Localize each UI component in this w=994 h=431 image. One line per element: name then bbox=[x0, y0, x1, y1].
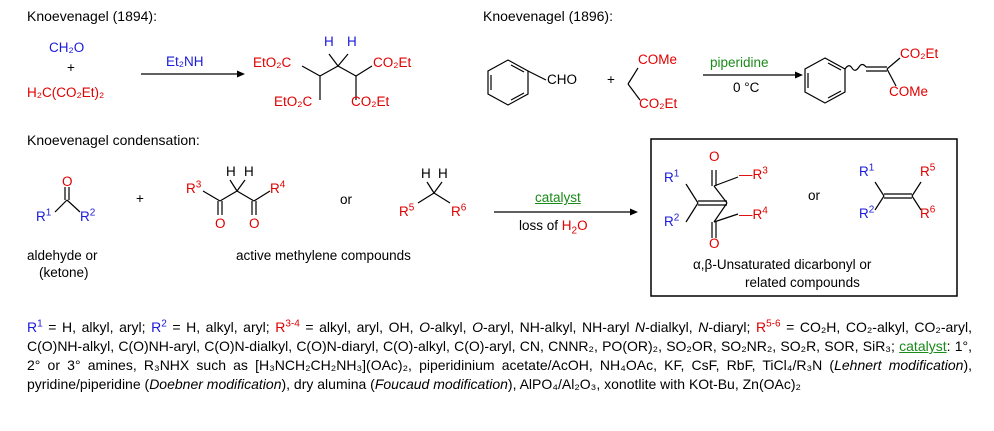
arrowhead-1896 bbox=[795, 71, 803, 79]
product-1894-h1: H bbox=[324, 34, 334, 49]
formaldehyde-label: CH₂O bbox=[49, 40, 85, 55]
product-o-bottom: O bbox=[709, 236, 720, 251]
or-products: or bbox=[808, 188, 821, 203]
header-knoevenagel-1894: Knoevenagel (1894): bbox=[27, 8, 157, 24]
r6-label: R6 bbox=[451, 202, 467, 219]
aldehyde-caption-line1: aldehyde or bbox=[27, 248, 98, 263]
r1-label: R1 bbox=[36, 207, 52, 224]
header-knoevenagel-1896: Knoevenagel (1896): bbox=[483, 8, 613, 24]
methylene-skeleton bbox=[417, 181, 451, 204]
methylene-h1: H bbox=[421, 166, 431, 181]
r4-label: R4 bbox=[270, 179, 286, 196]
dicarbonyl-o-right: O bbox=[249, 216, 260, 231]
carbonyl-skeleton bbox=[54, 187, 81, 213]
plus-condensation: + bbox=[136, 191, 144, 206]
acetoacetate-ester: CO₂Et bbox=[639, 96, 678, 111]
header-knoevenagel-condensation: Knoevenagel condensation: bbox=[27, 132, 200, 148]
alkene-r5: R5 bbox=[920, 162, 936, 179]
arrowhead-1894 bbox=[237, 70, 245, 78]
dicarbonyl-h1: H bbox=[226, 164, 236, 179]
acetoacetate-come: COMe bbox=[638, 52, 678, 67]
methylene-h2: H bbox=[438, 166, 448, 181]
product-r1: R1 bbox=[664, 168, 680, 185]
arrowhead-condensation bbox=[630, 208, 638, 216]
r5-label: R5 bbox=[399, 202, 415, 219]
malonate-label: H₂C(CO₂Et)₂ bbox=[27, 85, 105, 100]
alkene-skeleton bbox=[874, 181, 922, 211]
product-1896-ester: CO₂Et bbox=[900, 46, 939, 61]
or-reactants: or bbox=[340, 192, 353, 207]
et2nh-reagent: Et₂NH bbox=[166, 54, 204, 69]
active-methylene-caption: active methylene compounds bbox=[236, 248, 411, 263]
piperidine-reagent: piperidine bbox=[710, 55, 769, 70]
plus-1894: + bbox=[67, 60, 75, 75]
temperature-condition: 0 °C bbox=[733, 80, 760, 95]
alkene-r1: R1 bbox=[859, 162, 875, 179]
product-r3: —R3 bbox=[739, 165, 768, 182]
acetoacetate-skeleton bbox=[627, 67, 641, 101]
product-1894-ester-tr: CO₂Et bbox=[373, 55, 412, 70]
catalyst-label: catalyst bbox=[535, 190, 581, 205]
product-box bbox=[650, 138, 958, 297]
cho-label: CHO bbox=[547, 72, 577, 87]
product-caption-line2: related compounds bbox=[745, 275, 860, 290]
aldehyde-caption-line2: (ketone) bbox=[39, 265, 89, 280]
product-r2: R2 bbox=[664, 212, 680, 229]
product-1894-ester-br: CO₂Et bbox=[351, 94, 390, 109]
alkene-r6: R6 bbox=[920, 204, 936, 221]
product-1894-h2: H bbox=[347, 34, 357, 49]
loss-of-water-label: loss of H2O bbox=[519, 218, 588, 237]
substituent-notes: R1 = H, alkyl, aryl; R2 = H, alkyl, aryl… bbox=[27, 318, 973, 392]
dicarbonyl-h2: H bbox=[244, 164, 254, 179]
benzaldehyde-ring bbox=[487, 59, 547, 106]
r2-label: R2 bbox=[80, 207, 96, 224]
product-1896-come: COMe bbox=[889, 84, 929, 99]
product-caption-line1: α,β-Unsaturated dicarbonyl or bbox=[693, 257, 872, 272]
product-o-top: O bbox=[709, 149, 720, 164]
carbonyl-oxygen: O bbox=[62, 174, 73, 189]
dicarbonyl-o-left: O bbox=[215, 216, 226, 231]
plus-1896: + bbox=[607, 72, 615, 87]
catalyst-link: catalyst bbox=[899, 338, 947, 354]
ene-dicarbonyl-skeleton bbox=[685, 170, 739, 238]
product-r4: —R4 bbox=[739, 205, 768, 222]
dicarbonyl-skeleton bbox=[202, 179, 271, 215]
product-1894-ester-tl: EtO₂C bbox=[253, 55, 292, 70]
product-1894-skeleton bbox=[301, 53, 373, 100]
product-1894-ester-bl: EtO₂C bbox=[274, 94, 313, 109]
r3-label: R3 bbox=[186, 179, 202, 196]
alkene-r2: R2 bbox=[859, 204, 875, 221]
product-1896-skeleton bbox=[804, 57, 901, 104]
